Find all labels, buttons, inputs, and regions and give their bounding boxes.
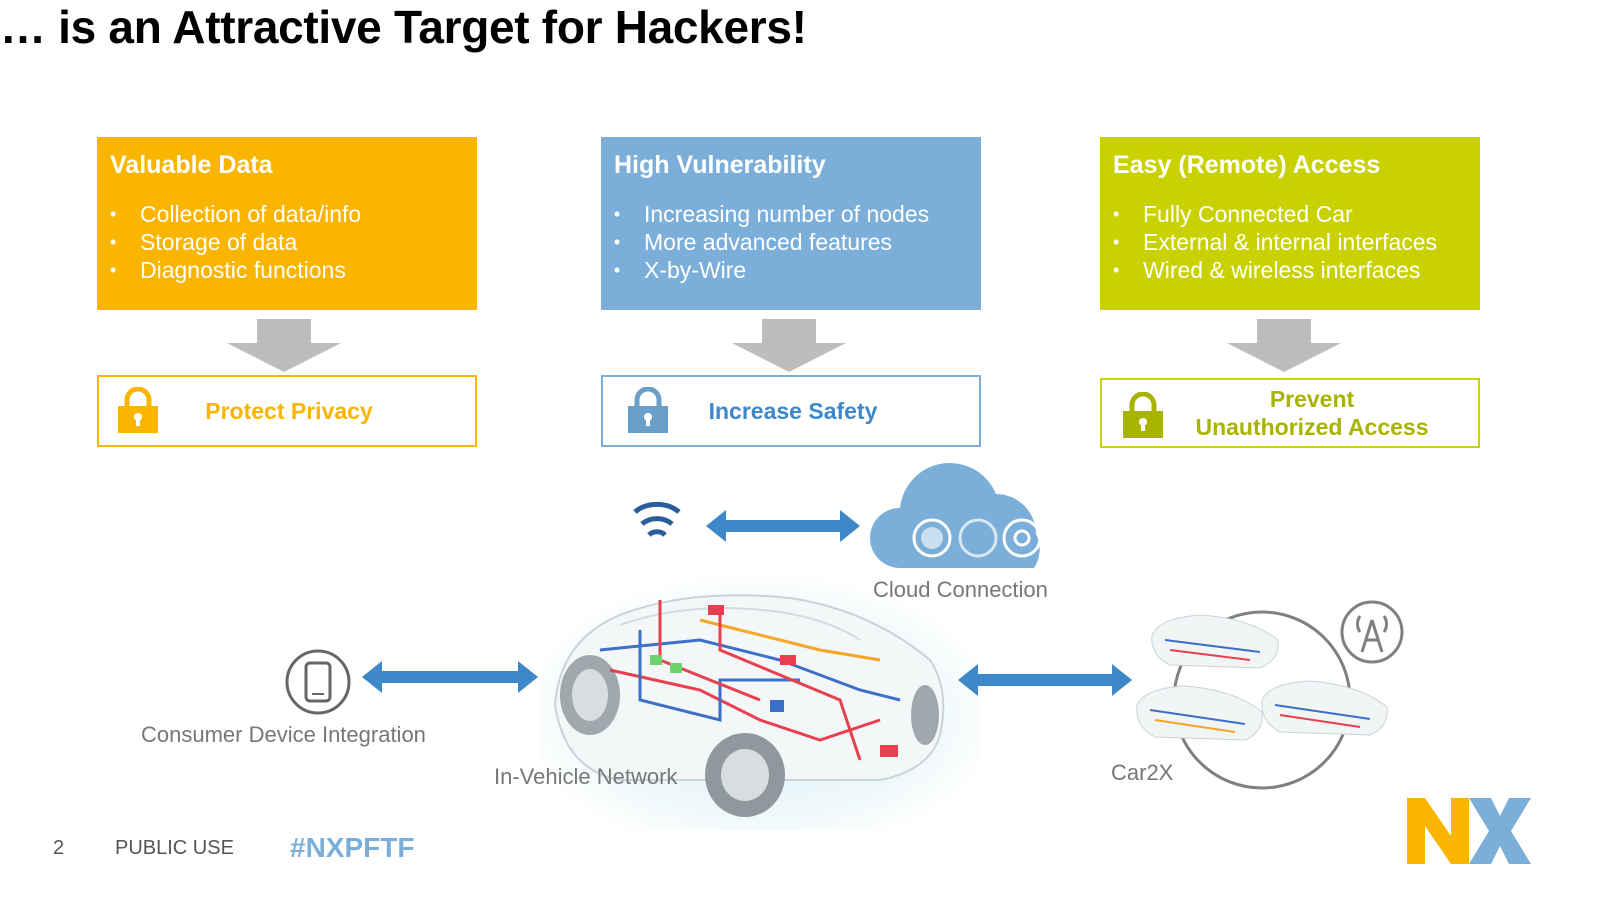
list-item: Fully Connected Car bbox=[1113, 200, 1466, 228]
consumer-device-label: Consumer Device Integration bbox=[141, 722, 426, 747]
list-item: Diagnostic functions bbox=[110, 256, 463, 284]
slide-title: … is an Attractive Target for Hackers! bbox=[0, 1, 807, 53]
list-item: More advanced features bbox=[614, 228, 967, 256]
card-title: High Vulnerability bbox=[614, 151, 826, 179]
car2x-cluster bbox=[1136, 600, 1404, 790]
nxp-logo bbox=[1407, 798, 1531, 864]
network-diagram bbox=[285, 462, 1404, 830]
vehicle-network-image bbox=[1136, 685, 1263, 741]
vehicle-network-image bbox=[1261, 680, 1388, 736]
cloud-icon bbox=[870, 462, 1042, 568]
card-easy-remote-access: Easy (Remote) Access Fully Connected Car… bbox=[1100, 137, 1480, 310]
in-vehicle-network-label: In-Vehicle Network bbox=[494, 764, 678, 789]
list-item: Collection of data/info bbox=[110, 200, 463, 228]
lock-icon bbox=[628, 387, 668, 433]
antenna-icon bbox=[1340, 600, 1404, 664]
card-high-vulnerability: High Vulnerability Increasing number of … bbox=[601, 137, 981, 310]
down-arrow-icon bbox=[227, 319, 341, 372]
card-list: Fully Connected Car External & internal … bbox=[1113, 200, 1466, 284]
result-label: Protect Privacy bbox=[205, 398, 373, 424]
card-list: Increasing number of nodes More advanced… bbox=[614, 200, 967, 284]
classification-label: PUBLIC USE bbox=[115, 837, 234, 859]
list-item: Storage of data bbox=[110, 228, 463, 256]
list-item: External & internal interfaces bbox=[1113, 228, 1466, 256]
result-label: Increase Safety bbox=[708, 398, 878, 424]
double-arrow-icon bbox=[958, 664, 1132, 696]
hashtag: #NXPFTF bbox=[290, 832, 415, 863]
result-prevent-unauthorized-access: Prevent Unauthorized Access bbox=[1100, 378, 1480, 448]
down-arrow-icon bbox=[1227, 319, 1341, 372]
list-item: Increasing number of nodes bbox=[614, 200, 967, 228]
result-increase-safety: Increase Safety bbox=[601, 375, 981, 447]
card-title: Valuable Data bbox=[110, 151, 273, 179]
result-label-line1: Prevent bbox=[1269, 386, 1355, 412]
double-arrow-icon bbox=[706, 510, 860, 542]
cloud-connection-label: Cloud Connection bbox=[873, 577, 1048, 602]
lock-icon bbox=[118, 387, 158, 433]
page-number: 2 bbox=[53, 837, 65, 859]
list-item: X-by-Wire bbox=[614, 256, 967, 284]
vehicle-network-image bbox=[1151, 614, 1279, 669]
result-protect-privacy: Protect Privacy bbox=[97, 375, 477, 447]
wifi-icon bbox=[633, 501, 681, 537]
card-title: Easy (Remote) Access bbox=[1113, 151, 1381, 179]
result-label-line2: Unauthorized Access bbox=[1195, 414, 1429, 440]
smartphone-icon bbox=[285, 649, 351, 715]
card-valuable-data: Valuable Data Collection of data/info St… bbox=[97, 137, 477, 310]
car2x-label: Car2X bbox=[1111, 760, 1174, 785]
down-arrow-icon bbox=[732, 319, 846, 372]
vehicle-network-image bbox=[540, 572, 980, 830]
list-item: Wired & wireless interfaces bbox=[1113, 256, 1466, 284]
lock-icon bbox=[1123, 392, 1163, 438]
card-list: Collection of data/info Storage of data … bbox=[110, 200, 463, 284]
double-arrow-icon bbox=[362, 661, 538, 693]
